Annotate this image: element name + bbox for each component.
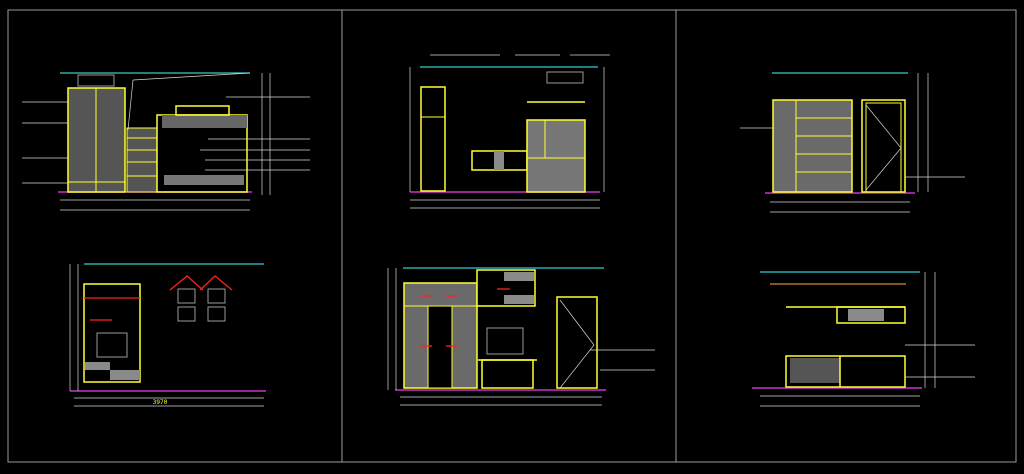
loft-bed <box>156 105 248 193</box>
air-conditioner <box>546 71 584 84</box>
elevation-2[interactable] <box>409 54 610 209</box>
sheet-frame <box>7 9 1017 463</box>
elevation-1[interactable] <box>22 72 310 211</box>
stairs <box>126 127 158 193</box>
upper-cabinet <box>476 269 536 307</box>
dimension-total: 3970 <box>153 399 168 406</box>
desk <box>481 359 534 389</box>
monitor <box>486 327 524 355</box>
wardrobe <box>67 87 126 193</box>
elevation-5[interactable] <box>387 267 655 406</box>
elevation-3[interactable] <box>740 72 965 213</box>
elevation-6[interactable] <box>752 271 975 407</box>
annotation-leaders <box>22 96 310 184</box>
tv-cabinet <box>83 283 141 383</box>
door <box>861 99 906 193</box>
shelf-stairs <box>526 101 586 193</box>
door <box>556 296 598 389</box>
desk-unit <box>785 355 906 388</box>
elevation-4[interactable]: 3970 <box>69 263 266 407</box>
tv <box>96 332 128 358</box>
shelf-unit <box>772 99 853 193</box>
wall-frames <box>169 275 233 322</box>
wardrobe <box>403 282 478 389</box>
